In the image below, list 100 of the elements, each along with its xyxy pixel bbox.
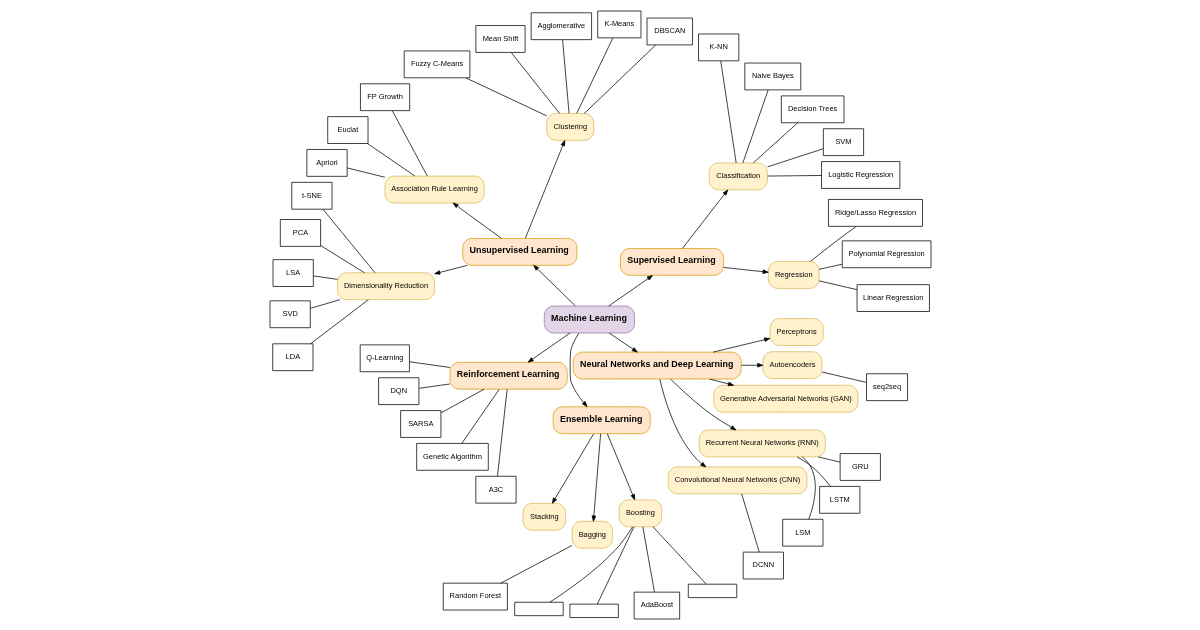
node-box: SVD xyxy=(269,300,311,329)
connector xyxy=(766,148,824,168)
node-box: GRU xyxy=(839,453,881,481)
arrow xyxy=(527,332,570,363)
connector xyxy=(548,526,633,603)
arrow xyxy=(532,264,576,307)
arrow xyxy=(608,332,638,353)
connector xyxy=(391,110,428,177)
connector xyxy=(320,245,365,274)
arrow xyxy=(708,378,734,387)
node-box: Association Rule Learning xyxy=(384,175,485,204)
connector xyxy=(796,456,831,487)
connector xyxy=(817,456,840,463)
node-box: Reinforcement Learning xyxy=(449,361,568,390)
arrow xyxy=(524,140,565,239)
node-box: Random Forest xyxy=(442,582,508,611)
connector xyxy=(561,39,569,114)
node-box: DBSCAN xyxy=(646,17,693,46)
node-box: Ridge/Lasso Regression xyxy=(827,199,923,227)
node-box: LDA xyxy=(271,343,313,372)
node-box: LSTM xyxy=(818,486,860,514)
arrow xyxy=(712,337,770,353)
node-box: DCNN xyxy=(742,551,784,580)
node-box: Unsupervised Learning xyxy=(461,238,577,266)
node-box: K-NN xyxy=(697,33,739,62)
node-box: Clustering xyxy=(545,113,594,141)
connector xyxy=(418,383,450,389)
node-box: Recurrent Neural Networks (RNN) xyxy=(698,429,826,458)
node-box: Ensemble Learning xyxy=(552,406,651,435)
node-box: A3C xyxy=(474,475,516,504)
node-box: seq2seq xyxy=(865,373,908,401)
node-box: K-Means xyxy=(596,10,641,39)
connector xyxy=(346,167,385,178)
connector xyxy=(740,493,760,553)
arrow xyxy=(722,267,769,274)
node-box: Generative Adversarial Networks (GAN) xyxy=(712,384,858,413)
arrow xyxy=(681,189,728,249)
node-box: Mean Shift xyxy=(475,25,525,53)
connector xyxy=(809,226,856,262)
node-box xyxy=(513,601,564,617)
arrow xyxy=(452,202,502,239)
node-box: Q-Learning xyxy=(359,344,410,373)
connector xyxy=(596,526,634,605)
connector xyxy=(818,263,842,270)
node-box: Boosting xyxy=(618,499,662,528)
node-box: Perceptrons xyxy=(769,318,823,346)
node-box: Convolutional Neural Networks (CNN) xyxy=(667,466,807,495)
node-box: Linear Regression xyxy=(856,284,930,312)
connector xyxy=(309,299,369,345)
node-box: Stacking xyxy=(522,502,566,531)
node-box: Genetic Algorithm xyxy=(415,443,489,471)
arrow xyxy=(591,433,601,522)
connector xyxy=(499,545,572,584)
connector xyxy=(309,299,340,309)
arrow xyxy=(740,363,763,368)
node-box: Naive Bayes xyxy=(743,62,801,91)
connector xyxy=(742,89,768,164)
node-box: Regression xyxy=(767,261,819,289)
node-box: Bagging xyxy=(571,520,613,549)
connector xyxy=(719,60,737,164)
connector xyxy=(461,389,499,444)
node-box: Logistic Regression xyxy=(820,161,900,189)
connector xyxy=(440,388,485,414)
arrow xyxy=(569,332,587,407)
connector xyxy=(766,175,822,177)
node-box xyxy=(569,603,619,618)
node-box: AdaBoost xyxy=(633,591,680,620)
arrow xyxy=(606,433,635,501)
connector xyxy=(312,275,338,280)
connector xyxy=(366,143,415,177)
node-box: SVM xyxy=(822,128,864,156)
connector xyxy=(575,37,613,114)
connector xyxy=(408,361,450,368)
connector xyxy=(583,44,656,114)
connector xyxy=(821,371,867,383)
node-box: Agglomerative xyxy=(530,12,592,40)
node-box: Supervised Learning xyxy=(619,248,724,276)
node-box: Machine Learning xyxy=(543,305,635,334)
arrow xyxy=(607,275,653,307)
connector xyxy=(752,122,798,164)
connector xyxy=(652,526,706,585)
node-box: PCA xyxy=(279,219,321,247)
node-box: SARSA xyxy=(399,410,441,438)
node-box: Apriori xyxy=(306,149,348,177)
connector xyxy=(510,52,560,114)
node-box: LSM xyxy=(781,518,823,547)
arrow xyxy=(659,378,706,468)
node-box: Neural Networks and Deep Learning xyxy=(572,351,742,380)
node-box: Autoencoders xyxy=(762,351,822,379)
arrow xyxy=(551,433,594,504)
connector xyxy=(465,77,547,117)
connector xyxy=(322,209,375,274)
node-box: t-SNE xyxy=(290,181,332,210)
arrow xyxy=(669,378,736,431)
node-box: Classification xyxy=(708,162,768,191)
connector xyxy=(818,280,857,291)
connector xyxy=(641,526,655,593)
connector xyxy=(801,456,816,520)
node-box xyxy=(687,583,737,598)
node-box: Fuzzy C-Means xyxy=(403,50,470,79)
